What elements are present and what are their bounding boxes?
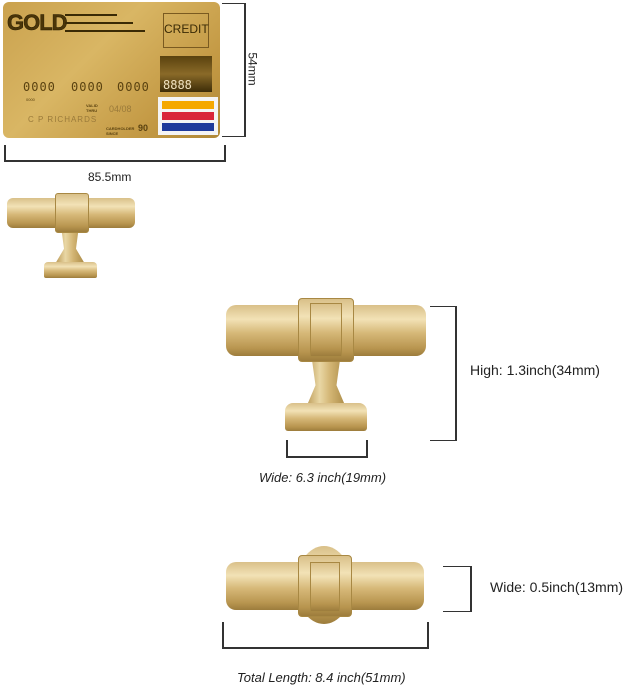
card-type: CREDIT [163,13,209,48]
card-width-label: 85.5mm [88,170,132,184]
bar-width-label: Wide: 0.5inch(13mm) [490,579,624,595]
height-bracket [430,306,457,441]
card-number-4: 8888 [163,78,192,92]
card-width-bracket [4,145,226,162]
card-since: 90 [138,123,149,133]
card-color-stripes [158,97,218,135]
bar-width-bracket [443,566,472,612]
total-length-label: Total Length: 8.4 inch(51mm) [237,670,406,685]
card-brand: GOLD [7,10,68,36]
credit-card-reference: GOLD CREDIT 0000 0000 0000 8888 0000 VAL… [3,2,220,138]
card-small-code: 0000 [26,97,35,102]
card-valid-label: VALID THRU [86,103,98,113]
card-number-3: 0000 [117,80,150,94]
card-expiry: 04/08 [109,104,132,114]
card-since-label: CARDHOLDER SINCE [106,126,135,136]
card-number-1: 0000 [23,80,56,94]
base-width-label: Wide: 6.3 inch(19mm) [259,470,387,485]
card-height-label: 54mm [245,52,260,86]
height-label: High: 1.3inch(34mm) [470,362,600,378]
card-holder: C P RICHARDS [28,115,98,124]
total-length-bracket [222,622,429,649]
base-width-bracket [286,440,368,458]
card-number-2: 0000 [71,80,104,94]
card-height-bracket [222,3,246,137]
